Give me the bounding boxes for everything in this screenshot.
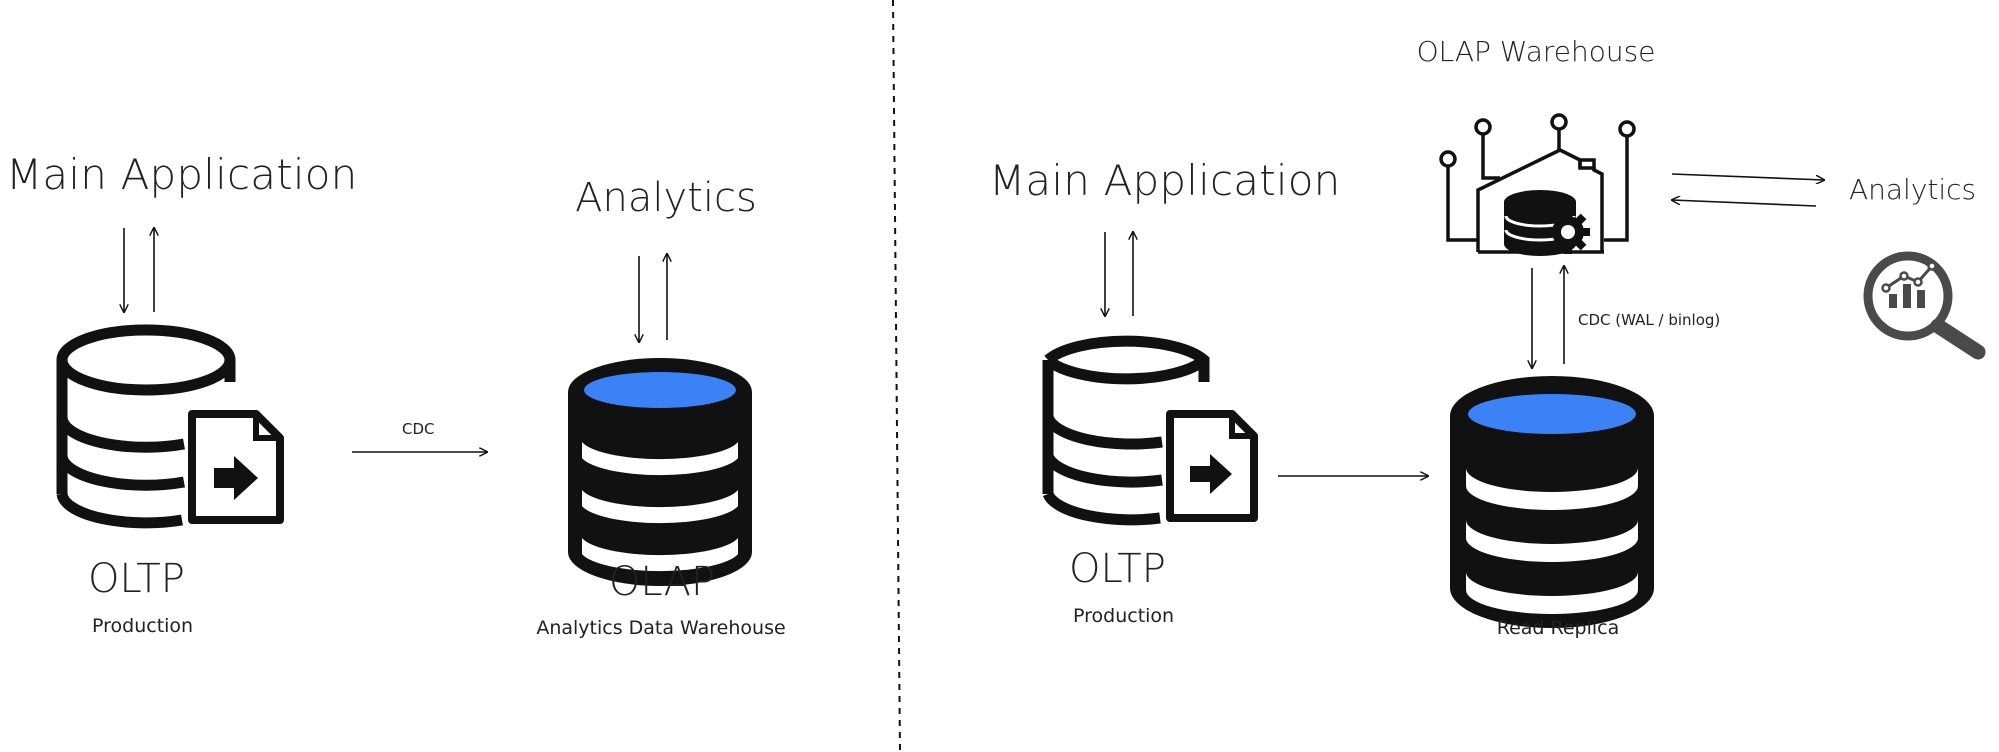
analytics-magnifier-icon xyxy=(1863,251,1986,360)
oltp-database-icon xyxy=(56,324,284,529)
right-oltp-label: OLTP xyxy=(1069,546,1166,592)
left-main-application-label: Main Application xyxy=(6,150,358,199)
arrow-warehouse-to-analytics xyxy=(1671,173,1824,180)
left-cdc-label: CDC xyxy=(402,420,435,438)
olap-db-top xyxy=(584,372,736,408)
right-oltp-sublabel: Production xyxy=(1073,605,1175,627)
left-oltp-sublabel: Production xyxy=(92,615,194,637)
gear-icon xyxy=(1546,210,1590,254)
olap-database-icon xyxy=(568,358,752,586)
section-divider xyxy=(892,0,901,752)
right-cdc-label: CDC (WAL / binlog) xyxy=(1578,311,1721,329)
left-oltp-label: OLTP xyxy=(88,556,185,602)
oltp2-database-icon xyxy=(1042,335,1258,526)
right-analytics-label: Analytics xyxy=(1849,173,1977,206)
right-main-application-label: Main Application xyxy=(989,156,1341,205)
replica-db-top xyxy=(1468,394,1636,434)
arrow-analytics-to-warehouse xyxy=(1672,200,1817,207)
read-replica-label: Read Replica xyxy=(1496,617,1620,639)
left-analytics-label: Analytics xyxy=(575,175,757,221)
olap-warehouse-label: OLAP Warehouse xyxy=(1416,35,1656,68)
left-olap-label: OLAP xyxy=(608,559,716,605)
replica-database-icon xyxy=(1450,376,1654,628)
left-olap-sublabel: Analytics Data Warehouse xyxy=(536,617,786,639)
